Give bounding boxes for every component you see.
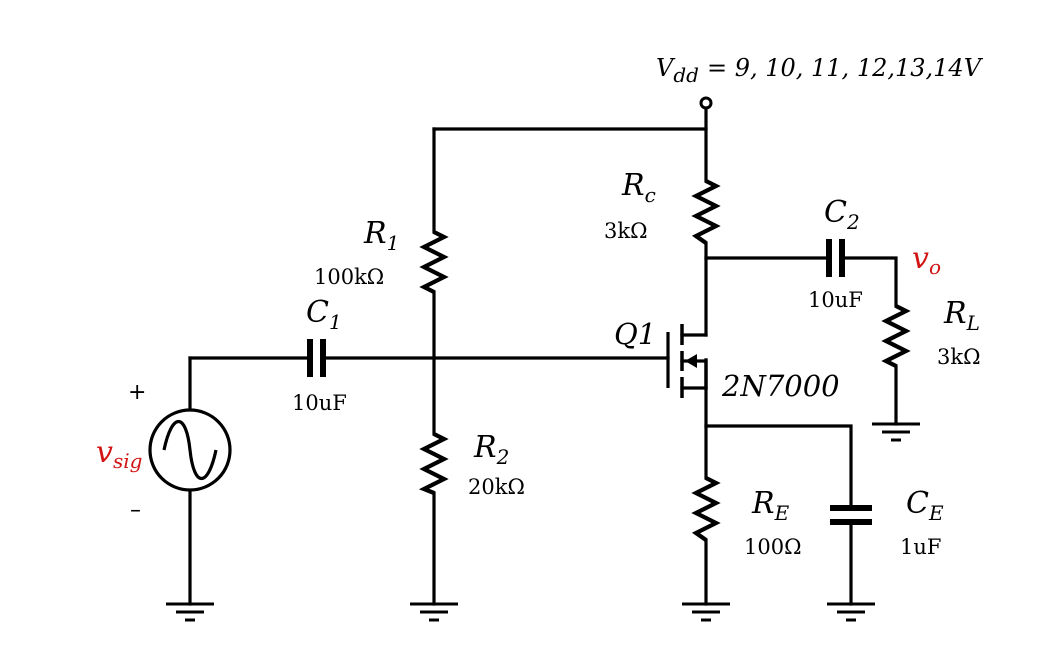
r2-value: 20kΩ xyxy=(468,475,525,499)
q1-name: Q1 xyxy=(614,317,656,351)
wires xyxy=(188,106,898,606)
c2-value: 10uF xyxy=(808,288,863,312)
c1-value: 10uF xyxy=(292,391,347,415)
ground-icon xyxy=(166,602,214,622)
rl-symbol: RL xyxy=(943,296,980,335)
supply-label: Vdd= 9, 10, 11, 12,13,14V xyxy=(656,54,984,87)
resistor-re xyxy=(691,476,721,542)
capacitor-ce xyxy=(830,505,872,525)
q1-part: 2N7000 xyxy=(721,369,840,403)
ground-icon xyxy=(682,602,730,622)
rc-symbol: Rc xyxy=(621,168,656,207)
source-label: vsig xyxy=(96,435,142,473)
r1-symbol: R1 xyxy=(363,216,399,255)
source-plus: + xyxy=(128,380,146,405)
c1-symbol: C1 xyxy=(306,295,342,334)
ac-source xyxy=(148,408,232,492)
capacitor-c1 xyxy=(307,339,326,377)
resistor-r2 xyxy=(418,432,449,495)
resistor-r1 xyxy=(419,230,449,294)
ground-icon xyxy=(410,602,458,622)
ground-icon xyxy=(827,602,875,622)
ce-value: 1uF xyxy=(900,535,941,559)
r1-value: 100kΩ xyxy=(314,265,384,289)
ground-icon xyxy=(872,422,920,442)
source-minus: – xyxy=(130,498,141,523)
re-symbol: RE xyxy=(751,486,790,525)
resistor-rc xyxy=(691,179,721,245)
r2-symbol: R2 xyxy=(473,430,509,469)
rl-value: 3kΩ xyxy=(937,345,981,369)
ce-symbol: CE xyxy=(906,486,944,525)
re-value: 100Ω xyxy=(744,535,802,559)
output-label: vo xyxy=(912,241,941,279)
rc-value: 3kΩ xyxy=(604,219,648,243)
mosfet-q1 xyxy=(666,324,708,398)
resistor-rl xyxy=(881,304,911,368)
capacitor-c2 xyxy=(826,239,845,277)
c2-symbol: C2 xyxy=(824,195,860,234)
